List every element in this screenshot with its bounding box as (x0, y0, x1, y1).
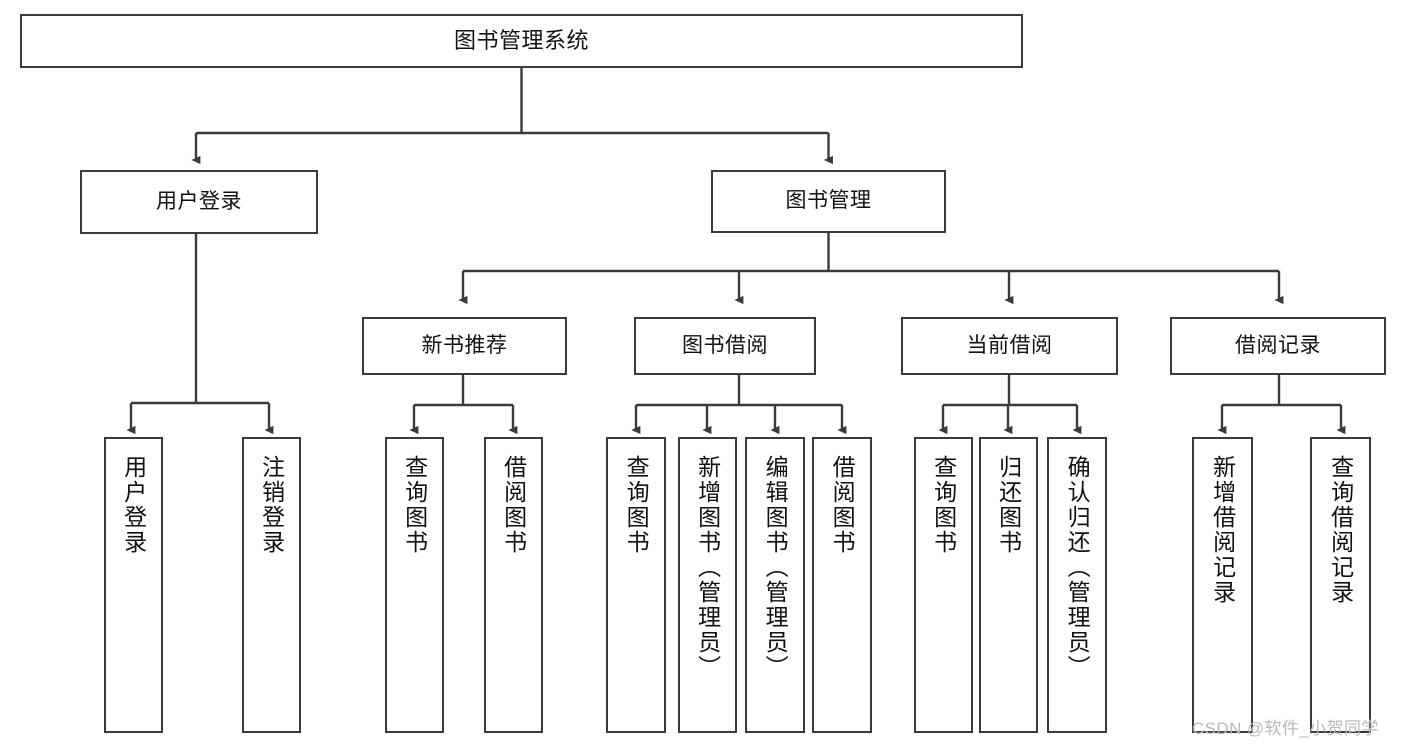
node-label: 注销登录 (258, 455, 285, 555)
node-label: 新增借阅记录 (1209, 455, 1236, 605)
node-label: 新增图书（管理员） (694, 455, 721, 680)
node-label: 借阅图书 (500, 455, 527, 555)
node-label: 查询图书 (401, 455, 428, 555)
csdn-watermark: CSDN @软件_小贺同学 (1192, 719, 1379, 738)
node-label: 查询图书 (930, 455, 957, 555)
node-label: 查询图书 (623, 455, 650, 555)
node-label: 查询借阅记录 (1327, 455, 1354, 605)
node-label: 新书推荐 (421, 333, 508, 357)
node-label: 归还图书 (995, 455, 1022, 555)
leaf-current-confirm-return-admin[interactable]: 确认归还（管理员） (1047, 437, 1107, 733)
node-new-book-recommendation[interactable]: 新书推荐 (362, 317, 567, 375)
node-book-management[interactable]: 图书管理 (711, 170, 946, 233)
node-label: 图书借阅 (682, 333, 768, 357)
node-current-borrowing[interactable]: 当前借阅 (901, 317, 1118, 375)
node-label: 当前借阅 (966, 333, 1053, 357)
node-book-borrowing[interactable]: 图书借阅 (634, 317, 816, 375)
leaf-new-book-query-book[interactable]: 查询图书 (385, 437, 444, 733)
node-label: 图书管理 (785, 189, 872, 213)
leaf-user-login[interactable]: 用户登录 (104, 437, 163, 733)
leaf-record-add-borrow-record[interactable]: 新增借阅记录 (1192, 437, 1253, 733)
node-label: 用户登录 (156, 189, 242, 213)
node-label: 借阅记录 (1235, 333, 1321, 357)
node-borrowing-records[interactable]: 借阅记录 (1170, 317, 1386, 375)
node-label: 借阅图书 (829, 455, 856, 555)
node-label: 用户登录 (120, 455, 147, 555)
leaf-logout[interactable]: 注销登录 (242, 437, 301, 733)
node-root-book-management-system[interactable]: 图书管理系统 (20, 14, 1023, 68)
leaf-borrow-query-book[interactable]: 查询图书 (606, 437, 666, 733)
node-label: 确认归还（管理员） (1064, 455, 1091, 680)
node-label: 编辑图书（管理员） (762, 455, 789, 680)
leaf-current-return-book[interactable]: 归还图书 (979, 437, 1038, 733)
leaf-current-query-book[interactable]: 查询图书 (914, 437, 973, 733)
node-user-login[interactable]: 用户登录 (80, 170, 318, 234)
leaf-record-query-borrow-record[interactable]: 查询借阅记录 (1310, 437, 1371, 733)
leaf-new-book-borrow-book[interactable]: 借阅图书 (484, 437, 543, 733)
node-label: 图书管理系统 (453, 28, 589, 54)
leaf-borrow-edit-book-admin[interactable]: 编辑图书（管理员） (745, 437, 805, 733)
leaf-borrow-borrow-book[interactable]: 借阅图书 (812, 437, 872, 733)
leaf-borrow-add-book-admin[interactable]: 新增图书（管理员） (678, 437, 737, 733)
